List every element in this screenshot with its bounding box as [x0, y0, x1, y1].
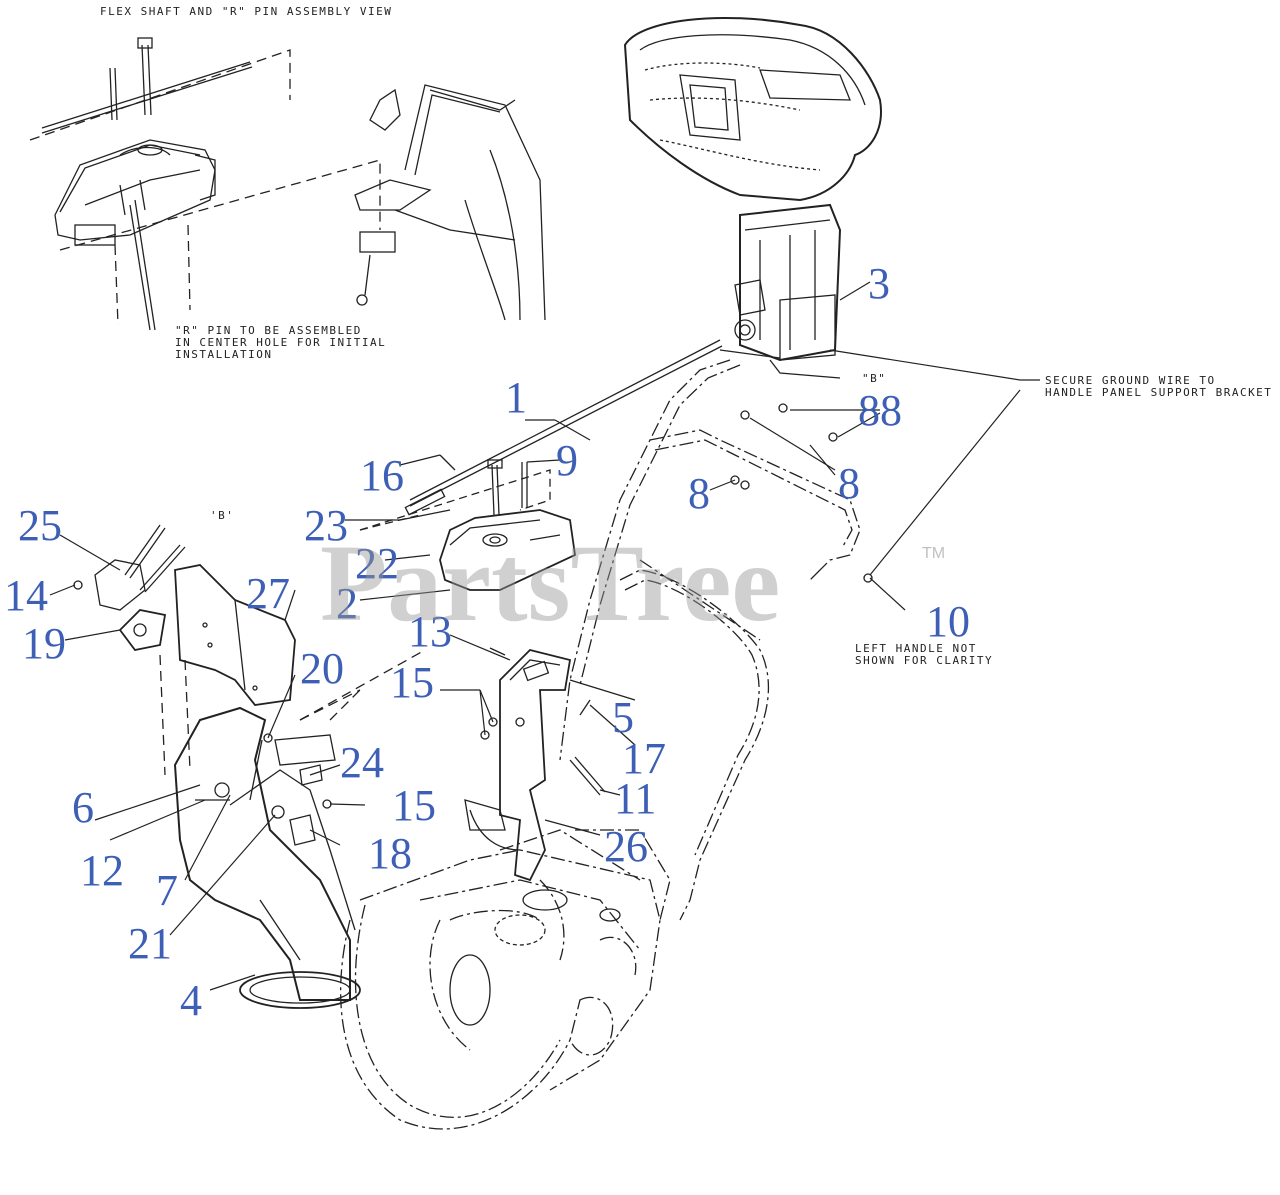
callout-3: 3	[868, 259, 890, 308]
b-reference-left: 'B'	[210, 509, 235, 522]
callout-19: 19	[22, 619, 66, 668]
callout-8: 8	[880, 386, 902, 435]
callout-8: 8	[838, 459, 860, 508]
callout-27: 27	[246, 569, 290, 618]
callout-23: 23	[304, 501, 348, 550]
ground-wire-note-line1: SECURE GROUND WIRE TO	[1045, 374, 1216, 387]
callout-12: 12	[80, 846, 124, 895]
trademark-symbol: TM	[922, 545, 946, 562]
callout-25: 25	[18, 501, 62, 550]
callout-1: 1	[505, 373, 527, 422]
callout-6: 6	[72, 783, 94, 832]
callout-17: 17	[622, 734, 666, 783]
inset-assembly-view	[29, 37, 546, 331]
callout-7: 7	[156, 866, 178, 915]
callout-5: 5	[612, 693, 634, 742]
left-handle-note-line1: LEFT HANDLE NOT	[855, 642, 977, 655]
callout-14: 14	[4, 571, 48, 620]
callout-15: 15	[390, 658, 434, 707]
callout-11: 11	[614, 774, 656, 823]
r-pin-note-line3: INSTALLATION	[175, 348, 273, 361]
callout-13: 13	[408, 607, 452, 656]
callout-15: 15	[392, 781, 436, 830]
leader-lines	[49, 281, 1040, 991]
callout-9: 9	[556, 436, 578, 485]
callout-26: 26	[604, 822, 648, 871]
callout-4: 4	[180, 976, 202, 1025]
partstree-watermark: PartsTree	[320, 522, 781, 644]
callout-10: 10	[926, 597, 970, 646]
b-reference-right: "B"	[862, 372, 887, 385]
callout-8: 8	[858, 386, 880, 435]
callout-24: 24	[340, 738, 384, 787]
callout-21: 21	[128, 919, 172, 968]
assembly-view-title: FLEX SHAFT AND "R" PIN ASSEMBLY VIEW	[100, 5, 393, 18]
callout-22: 22	[355, 539, 399, 588]
main-assembly-drawing	[73, 17, 882, 1130]
ground-wire-note-line2: HANDLE PANEL SUPPORT BRACKET	[1045, 386, 1273, 399]
r-pin-note-line1: "R" PIN TO BE ASSEMBLED	[175, 324, 362, 337]
callout-8: 8	[688, 469, 710, 518]
r-pin-note-line2: IN CENTER HOLE FOR INITIAL	[175, 336, 387, 349]
callout-18: 18	[368, 829, 412, 878]
callout-2: 2	[336, 579, 358, 628]
callout-20: 20	[300, 644, 344, 693]
callout-16: 16	[360, 451, 404, 500]
left-handle-note-line2: SHOWN FOR CLARITY	[855, 654, 994, 667]
